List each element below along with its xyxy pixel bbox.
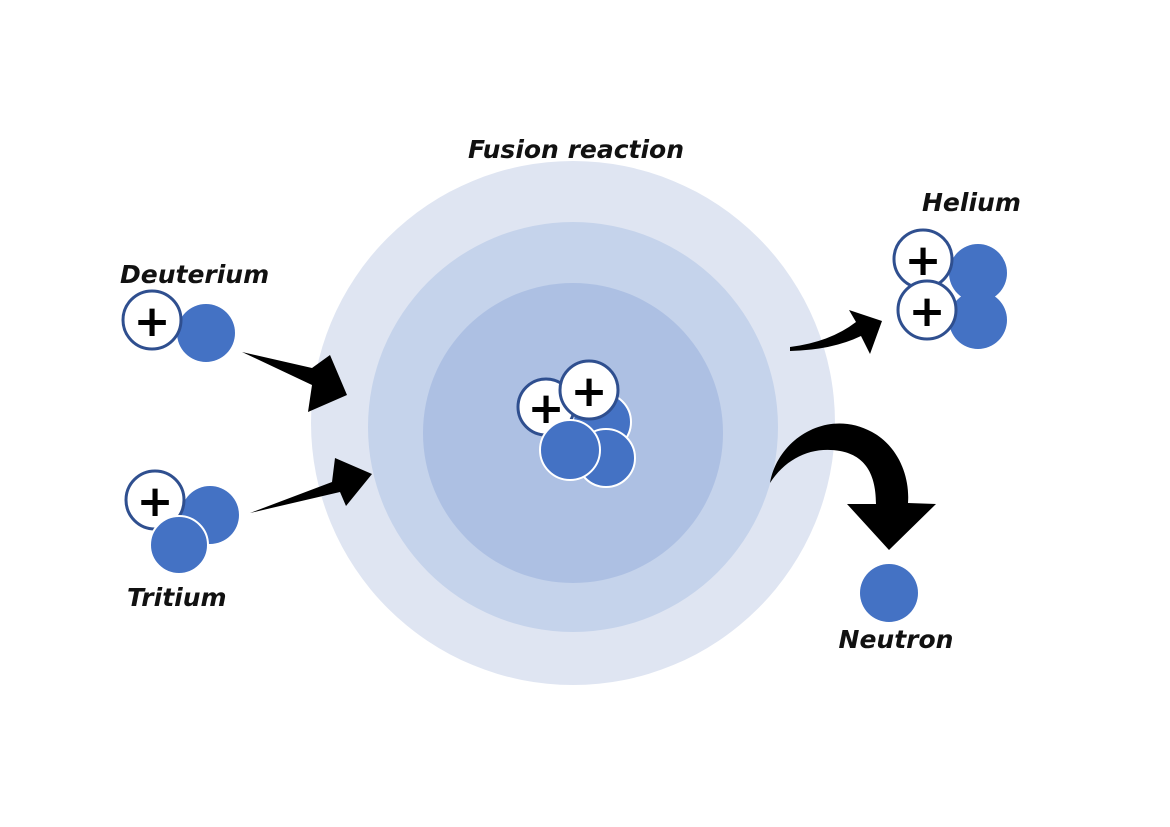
arrow-icon xyxy=(770,423,936,550)
neutron-icon xyxy=(860,564,918,622)
tritium-particle: + Tritium xyxy=(124,469,239,612)
central-nucleus: + + xyxy=(516,359,636,488)
helium-label: Helium xyxy=(922,188,1021,217)
arrow-icon xyxy=(790,310,882,354)
proton-icon xyxy=(558,359,620,421)
neutron-particle: Neutron xyxy=(839,564,954,654)
proton-icon xyxy=(121,289,183,351)
deuterium-label: Deuterium xyxy=(120,260,269,289)
neutron-icon xyxy=(949,291,1007,349)
arrow-icon xyxy=(250,458,372,513)
neutron-icon xyxy=(949,244,1007,302)
neutron-icon xyxy=(149,515,209,575)
tritium-label: Tritium xyxy=(127,583,227,612)
proton-plus: + xyxy=(571,366,608,417)
proton-plus: + xyxy=(905,235,942,286)
deuterium-particle: Deuterium + xyxy=(120,260,269,362)
neutron-icon xyxy=(539,419,601,481)
neutron-label: Neutron xyxy=(839,625,954,654)
proton-icon xyxy=(896,279,958,341)
proton-plus: + xyxy=(909,286,946,337)
neutron-icon xyxy=(177,304,235,362)
proton-plus: + xyxy=(134,296,171,347)
helium-particle: Helium + + xyxy=(892,188,1021,349)
title-label: Fusion reaction xyxy=(468,135,684,164)
arrow-icon xyxy=(242,352,347,412)
